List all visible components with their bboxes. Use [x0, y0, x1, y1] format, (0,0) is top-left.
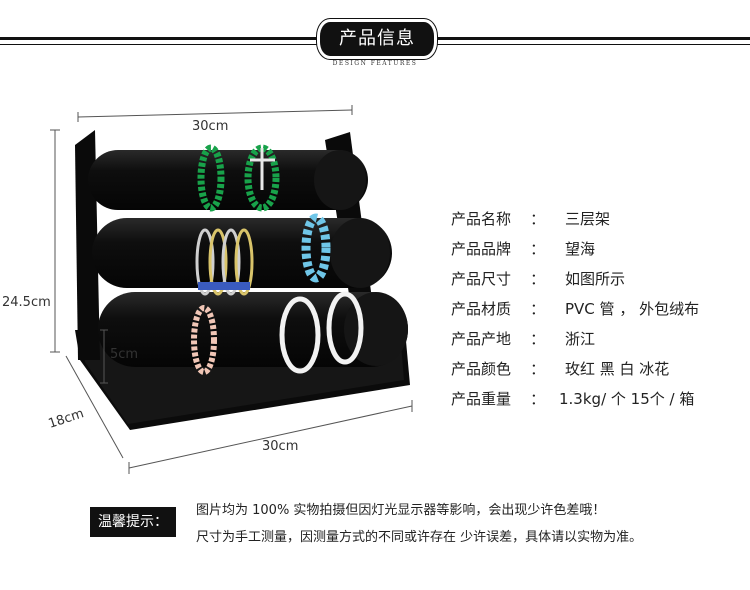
spec-value: 如图所示 — [565, 270, 626, 288]
gold-bangles — [195, 228, 254, 296]
spec-label: 产品材质 ： — [451, 300, 546, 318]
dim-top-width: 30cm — [192, 119, 228, 134]
spec-value: 1.3kg/ 个 15个 / 箱 — [559, 390, 695, 408]
spec-label: 产品名称 ： — [451, 210, 546, 228]
spec-value: 望海 — [565, 240, 596, 258]
pink-bracelet — [191, 305, 217, 375]
tip-badge: 温馨提示： — [90, 507, 176, 537]
crystal-bracelet — [301, 213, 331, 283]
dim-bottom-gap: 5cm — [110, 347, 138, 362]
spec-label: 产品尺寸 ： — [451, 270, 546, 288]
spec-value: 浙江 — [565, 330, 596, 348]
tier-bar-top — [88, 150, 368, 210]
section-title: 产品信息 — [320, 22, 434, 56]
dimension-lines — [50, 105, 413, 474]
dim-depth: 18cm — [47, 406, 86, 432]
spec-value: 三层架 — [565, 210, 611, 228]
spec-label: 产品重量 ： — [451, 390, 546, 408]
white-bangles — [279, 291, 364, 374]
dim-bottom-width: 30cm — [262, 439, 298, 454]
section-subtitle: DESIGN FEATURES — [332, 60, 418, 67]
spec-label: 产品产地 ： — [451, 330, 546, 348]
dim-height: 24.5cm — [2, 295, 51, 310]
tip-line-2: 尺寸为手工测量，因测量方式的不同或许存在 少许误差，具体请以实物为准。 — [196, 530, 643, 545]
spec-value: 玫红 黑 白 冰花 — [565, 360, 670, 378]
tip-line-1: 图片均为 100% 实物拍摄但因灯光显示器等影响，会出现少许色差哦！ — [196, 503, 606, 518]
spec-label: 产品品牌 ： — [451, 240, 546, 258]
green-bracelets — [197, 144, 280, 212]
product-photo: 30cm 24.5cm 5cm 18cm 30cm — [2, 105, 413, 474]
spec-value: PVC 管 ， 外包绒布 — [565, 300, 700, 318]
spec-label: 产品颜色 ： — [451, 360, 546, 378]
tier-bar-middle — [92, 218, 392, 288]
